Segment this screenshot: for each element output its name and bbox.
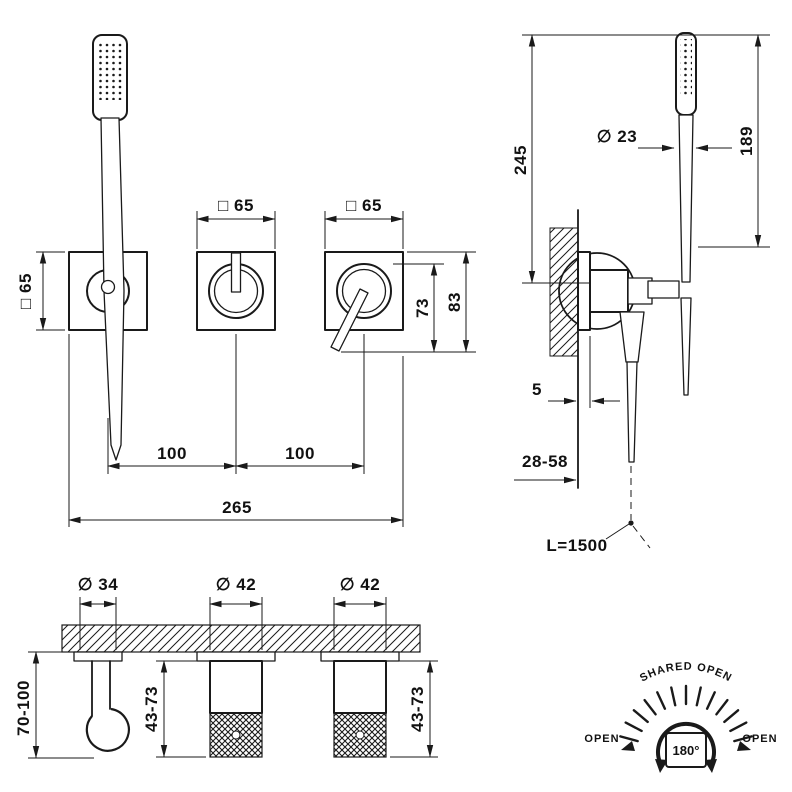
right-knob-screw [355,730,365,740]
dim-square65-left: □ 65 [16,273,35,309]
holder-bracket-side [647,280,680,299]
middle-knob-body-plan [209,660,263,714]
open-right-label: OPEN [742,733,777,745]
wall-strip-plan [61,624,421,653]
dim-100-left: 100 [157,444,187,463]
dim-diameter-42-mid: ∅ 42 [216,575,256,594]
dim-43-73-right: 43-73 [408,686,427,732]
spray-dots-side [680,39,692,97]
dim-diameter-42-right: ∅ 42 [340,575,380,594]
dim-43-73-mid: 43-73 [142,686,161,732]
hose-shaft [626,361,638,463]
dim-square65-right: □ 65 [346,196,382,215]
rotation-arrow-head-right [704,759,717,773]
wall-hatch [549,227,579,357]
fan-end-arrow-left [621,741,635,751]
rotation-diagram: SHARED OPEN OPEN OPEN 180° [584,661,777,773]
dim-70-100: 70-100 [14,680,33,736]
plate-side [577,251,591,331]
dim-diameter-34: ∅ 34 [78,575,118,594]
open-left-label: OPEN [584,733,619,745]
handshower-handle-side-upper [678,114,694,283]
leader-dot [628,520,634,526]
rotation-arrow-head-left [655,759,668,773]
dim-265: 265 [222,498,252,517]
dim-83: 83 [445,292,464,312]
plan-view: ∅ 34 ∅ 42 ∅ 42 70-100 43-73 43-73 [14,575,438,759]
dim-189: 189 [737,126,756,156]
holder-clip-knob [100,279,116,295]
mixer-body-side [589,269,629,313]
dim-diameter-23: ∅ 23 [597,127,637,146]
side-view: 245 189 ∅ 23 5 28-58 L=1500 [511,32,770,555]
middle-flange-plan [196,651,276,662]
dim-28-58: 28-58 [522,452,568,471]
rotation-arrow-arc [656,722,716,768]
right-knob-body-plan [333,660,387,714]
middle-knob-screw [231,730,241,740]
middle-knob-lever [230,252,242,293]
holder-neck-plan [91,660,111,717]
shared-open-label: SHARED OPEN [638,661,734,685]
dim-73: 73 [413,298,432,318]
spray-face-dots [98,42,122,100]
dim-square65-mid: □ 65 [218,196,254,215]
holder-hook-plan [85,707,130,752]
hose-length-label: L=1500 [546,536,607,555]
dim-245: 245 [511,145,530,175]
front-view: □ 65 □ 65 □ 65 73 83 100 100 265 [16,34,476,527]
rotation-tick-fan [619,684,753,743]
angle-label: 180° [673,743,700,758]
handshower-handle-side-lower [680,297,692,396]
dim-5: 5 [532,380,542,399]
hose-dashed-line-2 [632,525,651,549]
holder-flange-plan [73,651,123,662]
hose-taper [619,311,645,363]
fan-end-arrow-right [737,741,751,751]
dim-100-right: 100 [285,444,315,463]
right-knob-lever [330,288,369,352]
angle-box [665,732,707,768]
right-flange-plan [320,651,400,662]
